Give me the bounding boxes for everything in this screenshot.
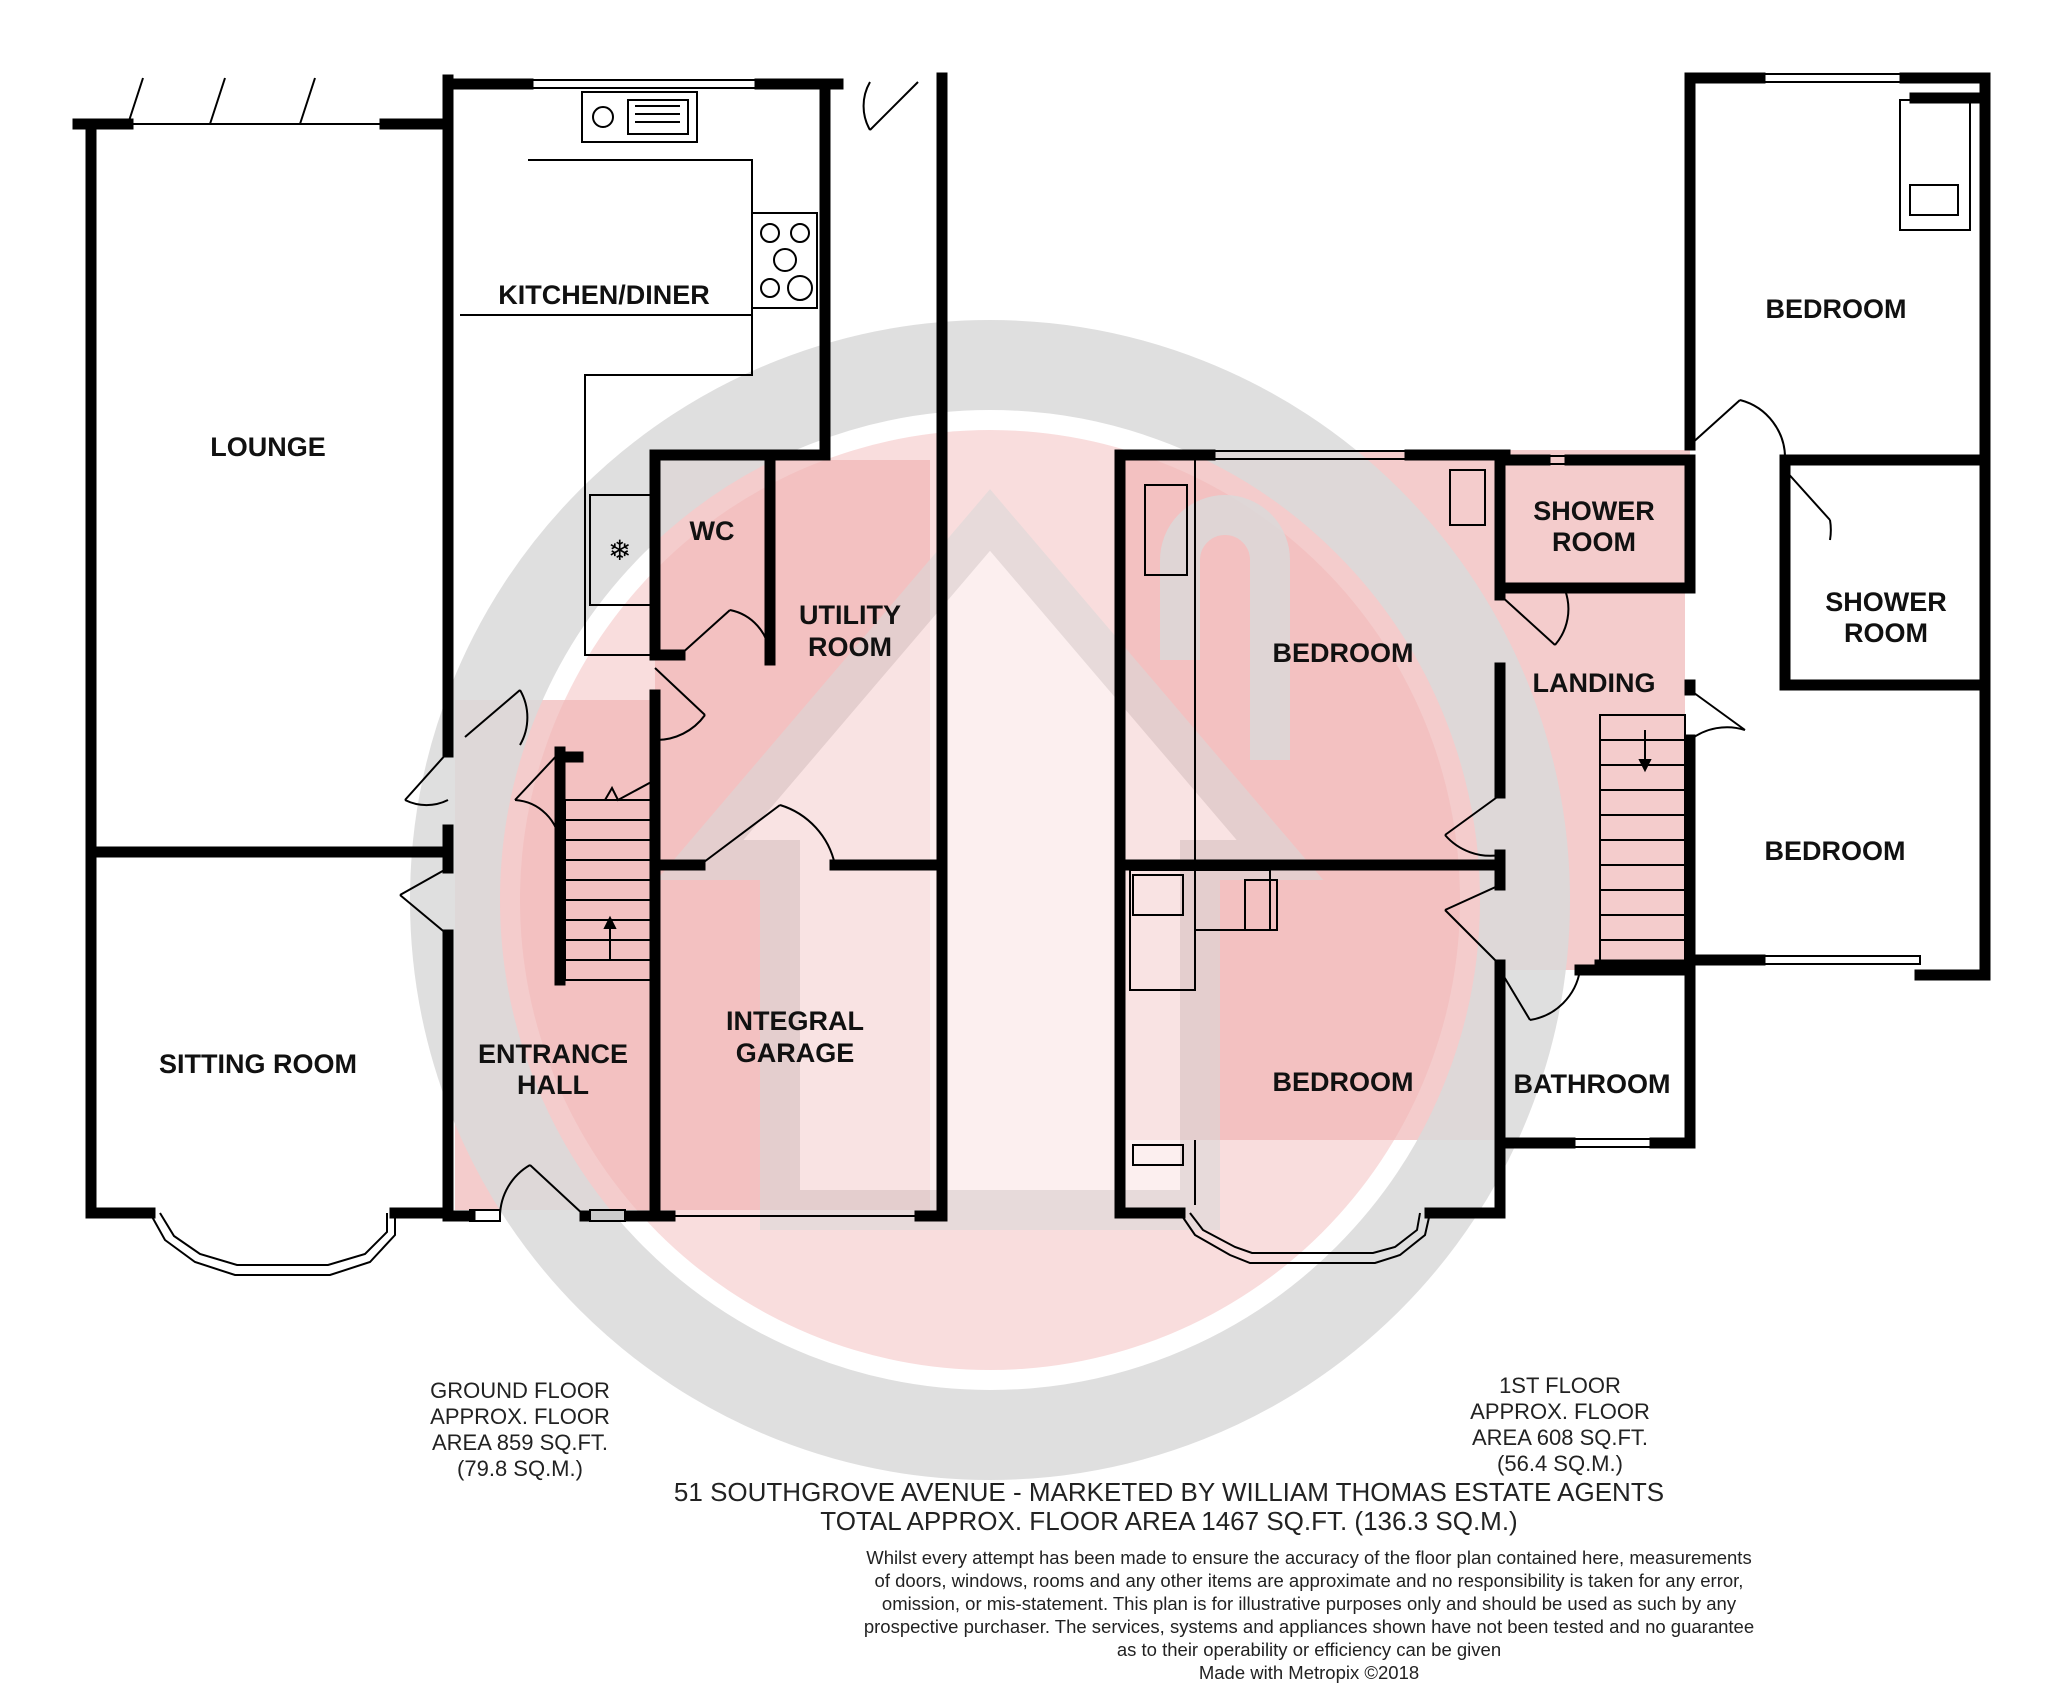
lounge-door: [404, 751, 449, 807]
wardrobe-icon-3: [1132, 874, 1184, 916]
front-bed-cupboard-2: [1194, 869, 1271, 931]
rear-right-bed-door: [1689, 399, 1787, 461]
property-title: 51 SOUTHGROVE AVENUE - MARKETED BY WILLI…: [673, 1477, 1665, 1507]
shower-a-window: [1544, 455, 1571, 465]
house-logo-watermark: [410, 320, 1570, 1480]
fridge-freezer-icon: [589, 494, 656, 606]
ground-floor-fixtures: [127, 77, 920, 1222]
label-kitchen: KITCHEN/DINER: [498, 280, 710, 310]
front-left-bed-door: [1444, 884, 1501, 966]
label-utility-1: UTILITY: [799, 600, 901, 630]
wardrobe-icon-4: [1244, 879, 1278, 931]
first-floor-fixtures: [1129, 73, 1990, 1205]
bathroom-window: [1569, 1138, 1656, 1148]
disclaimer: Whilst every attempt has been made to en…: [774, 1546, 1844, 1684]
wardrobe-icon-5: [1132, 1144, 1184, 1166]
front-bedroom-bay-window: [1179, 1212, 1431, 1264]
label-shower-b-1: SHOWER: [1825, 587, 1947, 617]
lounge-rear-wall-left: [85, 118, 156, 1219]
front-door: [499, 1164, 586, 1217]
bifold-door-3: [299, 77, 316, 125]
label-garage-1: INTEGRAL: [726, 1006, 864, 1036]
property-title-block: 51 SOUTHGROVE AVENUE - MARKETED BY WILLI…: [0, 1478, 2048, 1536]
label-garage-2: GARAGE: [736, 1038, 855, 1068]
rear-left-bed-door: [1444, 794, 1501, 857]
label-shower-b-2: ROOM: [1844, 618, 1928, 648]
wardrobe-icon-2: [1449, 469, 1486, 526]
kitchen-rear-door: [862, 81, 919, 131]
wc-door: [679, 609, 771, 656]
kitchen-worktop: [528, 159, 753, 656]
first-floor-caption-line: AREA 608 SQ.FT.: [1471, 1425, 1649, 1450]
ground-floor-caption-line: APPROX. FLOOR: [430, 1404, 610, 1429]
label-bathroom: BATHROOM: [1514, 1069, 1671, 1099]
ground-floor-caption: GROUND FLOOR APPROX. FLOOR AREA 859 SQ.F…: [400, 1378, 640, 1482]
label-shower-a-1: SHOWER: [1533, 496, 1655, 526]
first-floor-caption-line: (56.4 SQ.M.): [1497, 1451, 1623, 1476]
ff-rear-bed-window: [1209, 450, 1411, 460]
shower-b-window: [1980, 494, 1990, 551]
watermark-chimney: [1160, 495, 1290, 760]
garage-utility-door: [699, 804, 836, 866]
label-lounge: LOUNGE: [210, 432, 326, 462]
label-bedroom-rear-right: BEDROOM: [1766, 294, 1907, 324]
label-shower-a-2: ROOM: [1552, 527, 1636, 557]
kitchen-window: [527, 79, 761, 89]
shower-a-door: [1499, 589, 1570, 646]
disclaimer-line: omission, or mis-statement. This plan is…: [881, 1593, 1737, 1614]
hall-side-window: [589, 1209, 626, 1222]
room-labels: LOUNGE KITCHEN/DINER WC UTILITY ROOM SIT…: [159, 280, 1947, 1100]
label-landing: LANDING: [1533, 668, 1656, 698]
watermark-house: [656, 489, 1324, 1230]
ground-floor-caption-line: (79.8 SQ.M.): [457, 1456, 583, 1481]
disclaimer-line: Whilst every attempt has been made to en…: [866, 1547, 1752, 1568]
label-hall-1: ENTRANCE: [478, 1039, 628, 1069]
rear-right-bed-window: [1759, 73, 1916, 83]
made-with-credit: Made with Metropix ©2018: [1198, 1662, 1420, 1683]
label-hall-2: HALL: [517, 1070, 589, 1100]
freezer-snowflake-icon: ❄: [608, 534, 631, 567]
bifold-door-2: [209, 77, 226, 125]
first-floor-caption-line: 1ST FLOOR: [1499, 1373, 1621, 1398]
front-right-bed-window: [1759, 955, 1921, 965]
sitting-room-bay-window: [149, 1212, 396, 1276]
front-right-bed-door: [1689, 689, 1746, 741]
disclaimer-line: prospective purchaser. The services, sys…: [863, 1616, 1755, 1637]
ground-floor-caption-line: GROUND FLOOR: [430, 1378, 610, 1403]
ground-floor-caption-line: AREA 859 SQ.FT.: [431, 1430, 609, 1455]
label-wc: WC: [690, 516, 735, 546]
label-utility-2: ROOM: [808, 632, 892, 662]
bifold-door-1: [127, 77, 144, 125]
total-floor-area: TOTAL APPROX. FLOOR AREA 1467 SQ.FT. (13…: [820, 1506, 1518, 1536]
label-bedroom-front-right: BEDROOM: [1765, 836, 1906, 866]
wardrobe-icon-6: [1909, 184, 1959, 216]
sitting-door: [399, 867, 449, 936]
ground-floor-doors: [399, 81, 919, 1217]
first-floor-caption: 1ST FLOOR APPROX. FLOOR AREA 608 SQ.FT. …: [1440, 1373, 1680, 1477]
first-floor-stairs: [1599, 714, 1686, 966]
stair-cupboard-door: [514, 751, 561, 846]
label-bedroom-rear-left: BEDROOM: [1273, 638, 1414, 668]
disclaimer-line: of doors, windows, rooms and any other i…: [874, 1570, 1744, 1591]
disclaimer-line: as to their operability or efficiency ca…: [1116, 1639, 1502, 1660]
kitchen-hall-door: [464, 689, 529, 746]
label-bedroom-front-left: BEDROOM: [1273, 1067, 1414, 1097]
sink-icon: [581, 91, 698, 143]
utility-hall-door: [654, 667, 706, 742]
first-floor-caption-line: APPROX. FLOOR: [1470, 1399, 1650, 1424]
label-sitting: SITTING ROOM: [159, 1049, 357, 1079]
rear-right-bed-wardrobe: [1899, 99, 1971, 231]
shower-b-door: [1784, 469, 1832, 541]
watermark-ring: [410, 320, 1570, 1480]
ground-stairs: [564, 779, 656, 981]
first-floor-doors: [1444, 399, 1832, 1021]
ground-floor-walls: [72, 72, 948, 1222]
stairs-break-line: [565, 779, 656, 802]
wardrobe-icon: [1144, 484, 1188, 576]
bathroom-door: [1499, 969, 1581, 1021]
hob-icon: [751, 212, 818, 309]
